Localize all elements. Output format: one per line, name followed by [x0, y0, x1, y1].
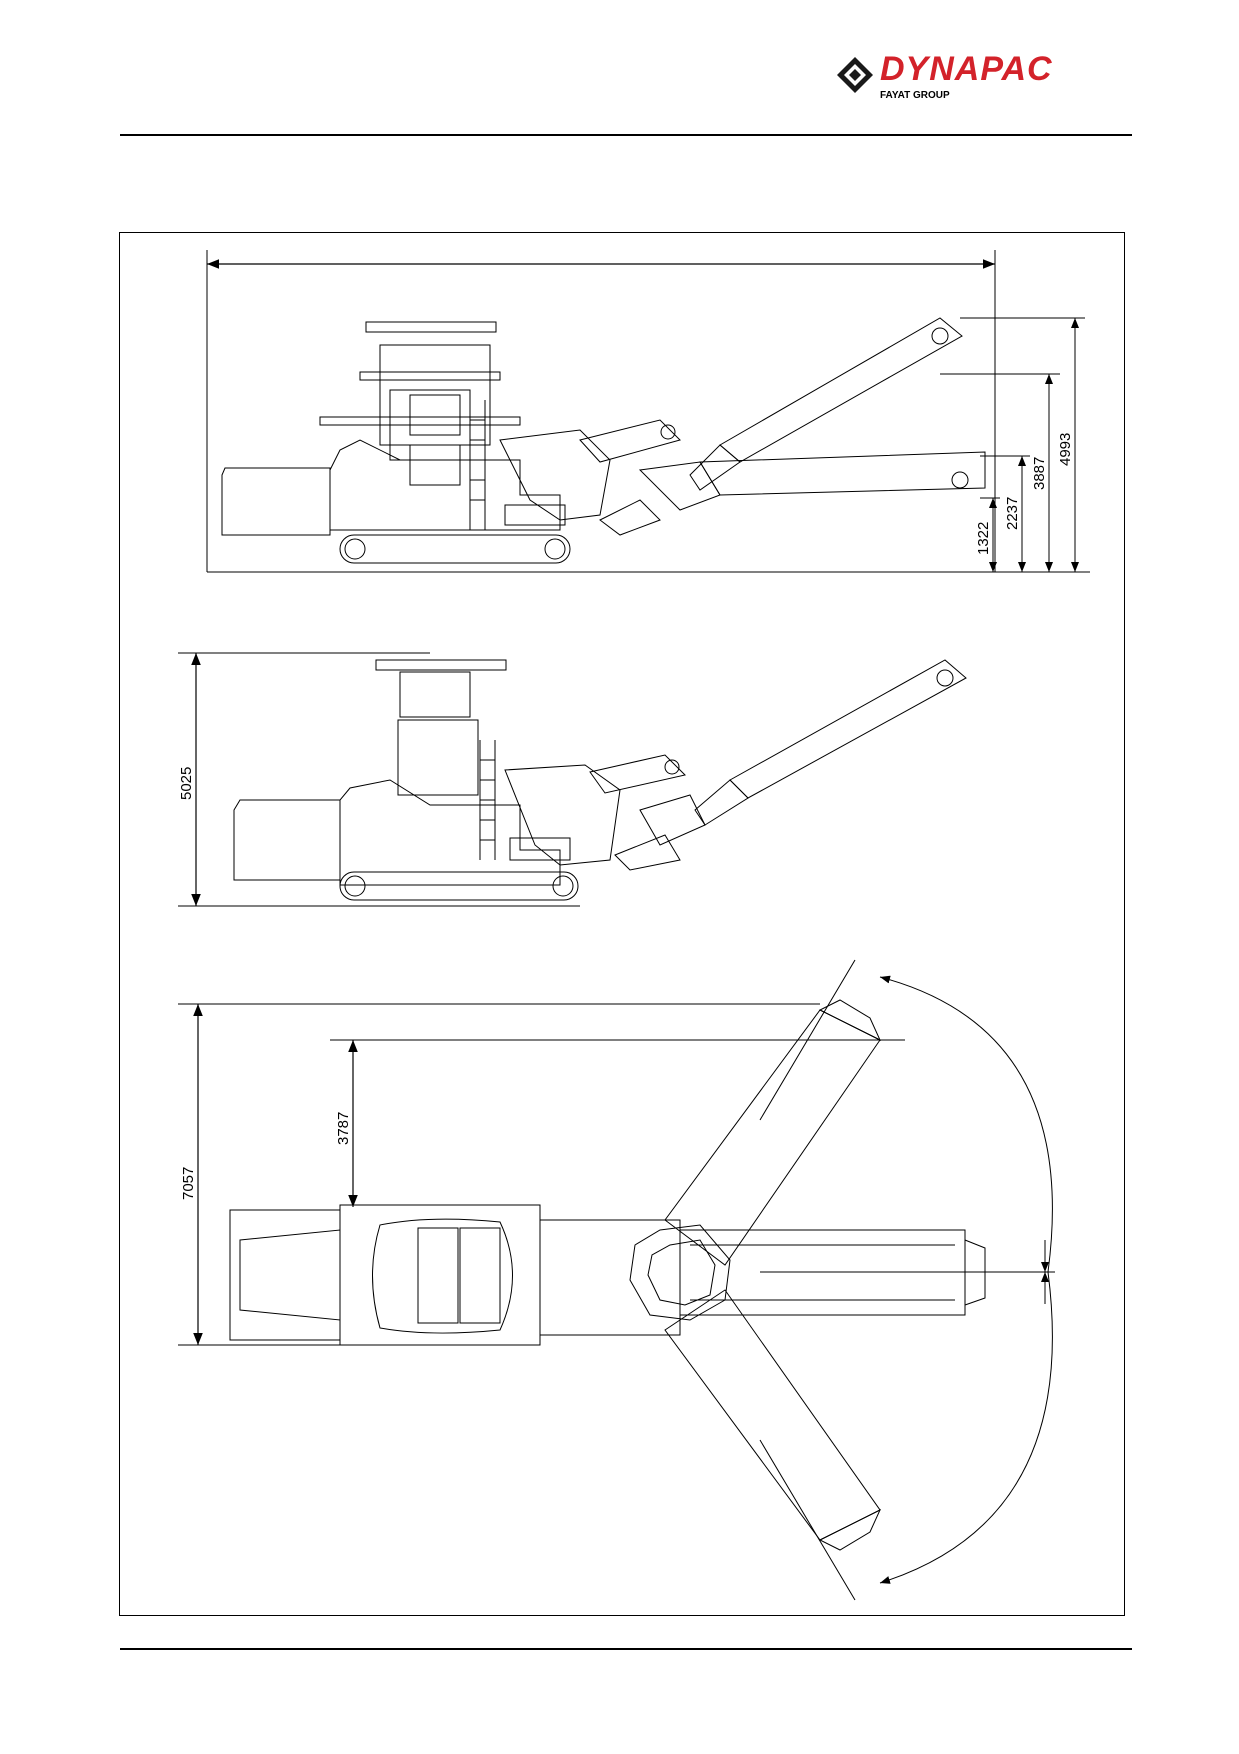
side-view-working — [178, 652, 967, 907]
dim-4993: 4993 — [1057, 433, 1074, 466]
dim-7057: 7057 — [180, 1167, 197, 1200]
dim-2237: 2237 — [1004, 497, 1021, 530]
top-view — [178, 959, 1055, 1601]
dynapac-diamond-icon — [837, 57, 873, 93]
dim-3787: 3787 — [335, 1112, 352, 1145]
side-view-transport — [206, 250, 1090, 573]
brand-name: DYNAPAC — [880, 50, 1053, 88]
footer-rule — [120, 1648, 1132, 1650]
header-rule — [120, 134, 1132, 136]
dim-5025: 5025 — [178, 767, 195, 800]
dim-1322: 1322 — [975, 522, 992, 555]
brand-subtitle: FAYAT GROUP — [880, 90, 950, 101]
dim-3887: 3887 — [1031, 457, 1048, 490]
drawing-frame — [119, 232, 1125, 1616]
dynapac-logo: DYNAPAC FAYAT GROUP — [836, 50, 1136, 106]
